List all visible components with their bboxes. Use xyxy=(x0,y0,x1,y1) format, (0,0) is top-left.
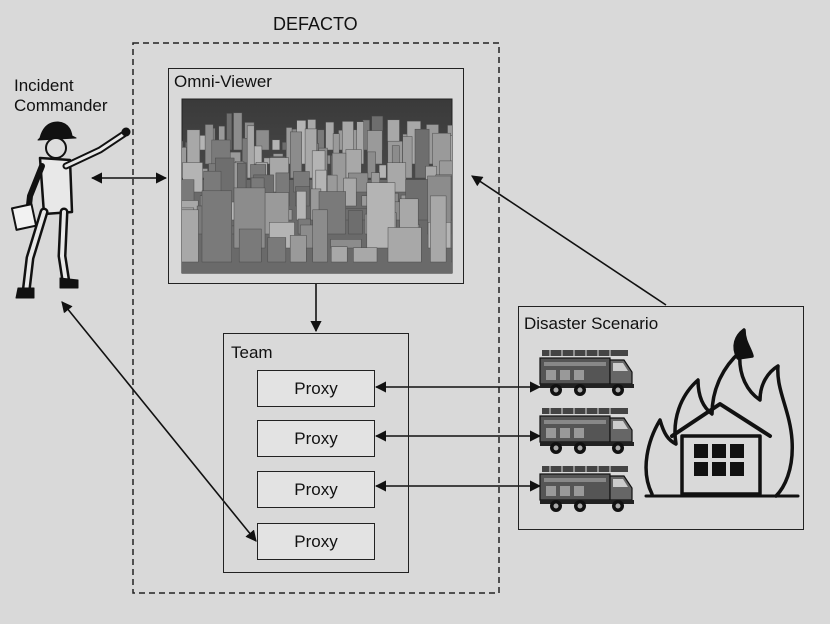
arrow-disaster-omni xyxy=(471,175,667,306)
disaster-scenario-title: Disaster Scenario xyxy=(524,314,659,333)
defacto-label: DEFACTO xyxy=(273,14,358,34)
proxy-box-1: Proxy xyxy=(257,370,375,407)
omni-viewer-panel xyxy=(168,68,464,284)
omni-viewer-title: Omni-Viewer xyxy=(174,72,272,91)
disaster-scenario-panel xyxy=(518,306,804,530)
proxy-box-4: Proxy xyxy=(257,523,375,560)
proxy-box-3: Proxy xyxy=(257,471,375,508)
defacto-container xyxy=(132,42,500,594)
team-panel xyxy=(223,333,409,573)
proxy-box-2: Proxy xyxy=(257,420,375,457)
team-title: Team xyxy=(231,343,273,362)
commander-label-line2: Commander xyxy=(14,96,108,115)
commander-label-line1: Incident xyxy=(14,76,74,95)
